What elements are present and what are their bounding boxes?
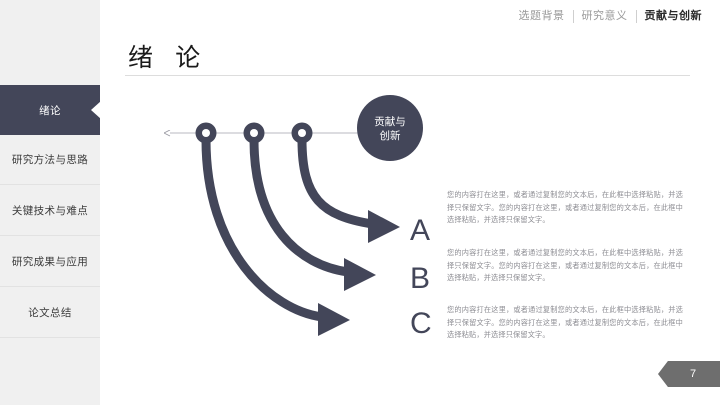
branch-letter-c: C — [410, 307, 432, 340]
nav-item-yanjiuyiyi[interactable]: 研究意义 — [581, 10, 628, 22]
page-number-badge: 7 — [658, 361, 720, 387]
contribution-diagram: 贡献与 创新 A B C — [100, 80, 720, 350]
sidebar-item-xulun[interactable]: 绪论 — [0, 85, 100, 135]
branch-text-b: 您的内容打在这里，或者通过复制您的文本后，在此框中选择粘贴，并选择只保留文字。您… — [447, 248, 683, 282]
node-ring-3 — [291, 122, 313, 144]
branch-arrowheads — [318, 210, 400, 336]
curved-connectors — [201, 139, 373, 322]
page-title: 绪 论 — [128, 45, 209, 72]
sidebar-item-yanjiufangfa[interactable]: 研究方法与思路 — [0, 135, 100, 185]
sidebar-item-label: 研究成果与应用 — [11, 256, 89, 268]
title-divider — [125, 75, 690, 76]
sidebar-item-guanjianjishu[interactable]: 关键技术与难点 — [0, 186, 100, 236]
nav-item-gongxianyuchuangxin[interactable]: 贡献与创新 — [644, 10, 702, 22]
sidebar-item-lunwenzongjie[interactable]: 论文总结 — [0, 288, 100, 338]
top-navigation: 选题背景 研究意义 贡献与创新 — [511, 9, 703, 23]
node-ring-1 — [195, 122, 217, 144]
sidebar-item-label: 论文总结 — [28, 307, 72, 319]
nav-item-xuantibeijing[interactable]: 选题背景 — [518, 10, 565, 22]
hub-label-line2: 创新 — [380, 129, 401, 142]
branch-letter-b: B — [410, 262, 430, 295]
branch-text-a: 您的内容打在这里，或者通过复制您的文本后，在此框中选择粘贴，并选择只保留文字。您… — [447, 190, 683, 224]
sidebar-item-label: 研究方法与思路 — [11, 154, 89, 166]
nav-separator — [572, 9, 574, 23]
branch-letter-a: A — [410, 214, 430, 247]
branch-text-c: 您的内容打在这里，或者通过复制您的文本后，在此框中选择粘贴，并选择只保留文字。您… — [447, 305, 683, 339]
sidebar-item-label: 关键技术与难点 — [11, 205, 89, 217]
hub-label-line1: 贡献与 — [374, 115, 406, 128]
nav-separator — [635, 9, 637, 23]
sidebar-item-yanjiuchengguo[interactable]: 研究成果与应用 — [0, 237, 100, 287]
hub-circle[interactable]: 贡献与 创新 — [357, 95, 423, 161]
sidebar-item-label: 绪论 — [39, 104, 61, 117]
node-ring-2 — [243, 122, 265, 144]
sidebar: 绪论 研究方法与思路 关键技术与难点 研究成果与应用 论文总结 — [0, 0, 100, 405]
